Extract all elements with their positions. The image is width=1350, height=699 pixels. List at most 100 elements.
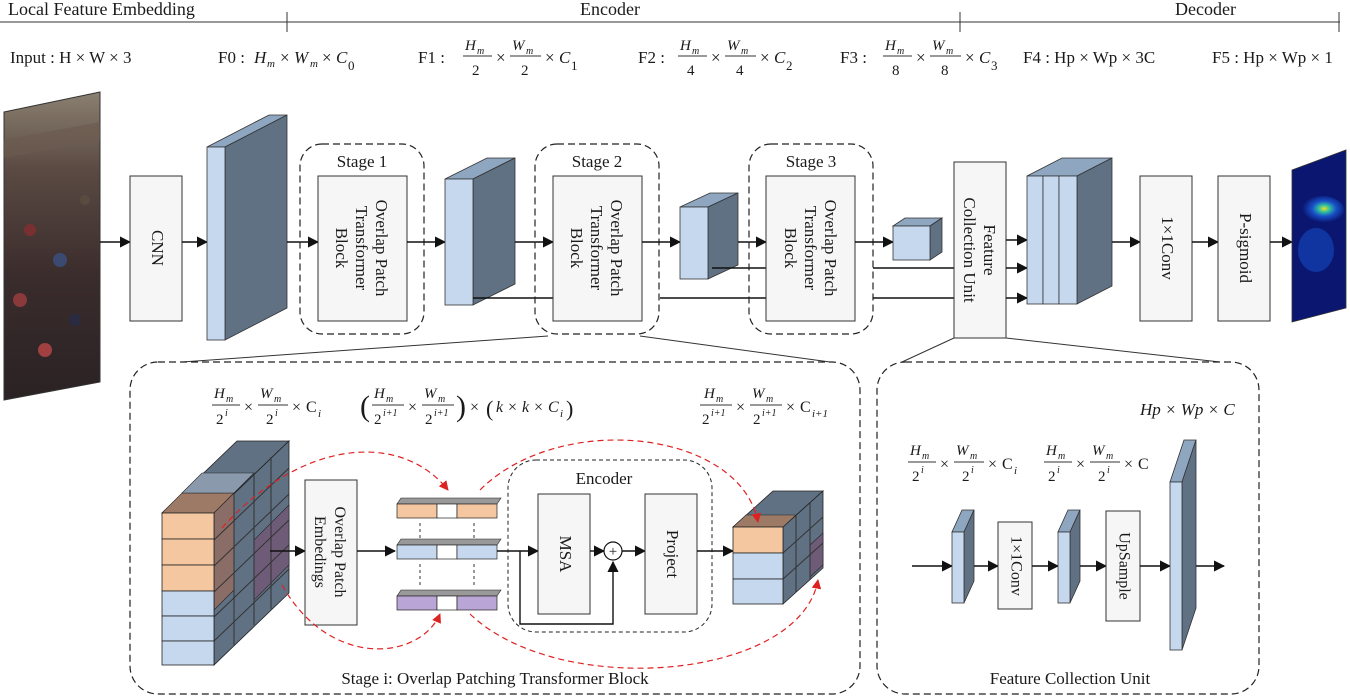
svg-text:2: 2 xyxy=(266,412,274,428)
zoom-line-right xyxy=(639,335,831,363)
svg-text:i: i xyxy=(1107,465,1110,476)
svg-text:Overlap Patch: Overlap Patch xyxy=(821,200,840,297)
svg-text:m: m xyxy=(692,46,699,57)
svg-text:Overlap Patch: Overlap Patch xyxy=(372,200,391,297)
fcu-conv-label: 1×1Conv xyxy=(1007,536,1024,596)
stage3-outline xyxy=(748,143,874,335)
svg-text:×: × xyxy=(736,399,745,416)
svg-text:×: × xyxy=(292,399,301,416)
red-flow-tokens-output-bottom xyxy=(469,579,822,669)
svg-text:2: 2 xyxy=(1098,469,1106,485)
stage2-label: Stage 2 xyxy=(572,152,623,171)
svg-text:W: W xyxy=(752,386,766,402)
section-local-label: Local Feature Embedding xyxy=(8,0,195,19)
feature-f4 xyxy=(1026,157,1113,305)
stage-i-output-tensor xyxy=(731,490,825,605)
svg-text:×: × xyxy=(988,456,997,473)
stage1-label: Stage 1 xyxy=(337,152,388,171)
stage-i-input-tensor xyxy=(161,440,290,666)
residual-add-symbol: + xyxy=(609,544,617,560)
svg-text:F1 :: F1 : xyxy=(418,48,445,67)
svg-text:m: m xyxy=(310,58,318,70)
svg-text:C: C xyxy=(306,399,317,416)
svg-text:H: H xyxy=(253,48,268,67)
input-dim-label: Input : H × W × 3 xyxy=(10,48,132,67)
svg-text:×: × xyxy=(496,48,506,67)
svg-text:C: C xyxy=(774,48,786,67)
svg-text:F2 :: F2 : xyxy=(638,48,665,67)
svg-text:2: 2 xyxy=(702,412,710,428)
f5-dim-label: F5 : Hp × Wp × 1 xyxy=(1212,48,1333,67)
svg-text:i+1: i+1 xyxy=(711,408,726,419)
cnn-block xyxy=(129,175,183,322)
svg-text:i: i xyxy=(560,408,563,420)
svg-text:×: × xyxy=(916,48,926,67)
svg-text:W: W xyxy=(932,38,946,54)
svg-text:m: m xyxy=(922,451,929,462)
svg-text:W: W xyxy=(424,386,438,402)
section-ruler xyxy=(0,12,1340,32)
svg-text:H: H xyxy=(884,38,897,54)
svg-text:m: m xyxy=(946,46,953,57)
feature-f1 xyxy=(444,157,516,306)
inner-encoder-outline xyxy=(507,459,713,633)
svg-text:Block: Block xyxy=(781,228,800,269)
stage1-transformer-block xyxy=(317,175,408,322)
svg-text:F3 :: F3 : xyxy=(840,48,867,67)
svg-text:2: 2 xyxy=(962,469,970,485)
section-decoder-label: Decoder xyxy=(1175,0,1236,19)
svg-text:Feature: Feature xyxy=(980,225,999,276)
fcu-conv-block xyxy=(997,521,1033,610)
svg-text:m: m xyxy=(1058,451,1065,462)
svg-text:C: C xyxy=(548,399,559,416)
stage3-transformer-label: Overlap Patch Transformer Block xyxy=(781,200,840,297)
svg-text:i: i xyxy=(225,408,228,419)
svg-text:3: 3 xyxy=(991,58,998,73)
svg-text:C: C xyxy=(1138,456,1149,473)
svg-text:H: H xyxy=(213,386,226,402)
svg-text:1: 1 xyxy=(571,58,578,73)
svg-text:×: × xyxy=(1076,456,1085,473)
stage2-transformer-block xyxy=(552,175,643,322)
input-crowd-image xyxy=(3,91,101,401)
svg-text:H: H xyxy=(679,38,692,54)
svg-text:2: 2 xyxy=(521,63,529,79)
svg-text:m: m xyxy=(970,451,977,462)
svg-text:): ) xyxy=(456,390,466,423)
stage3-label: Stage 3 xyxy=(786,152,837,171)
svg-text:2: 2 xyxy=(216,412,224,428)
svg-text:m: m xyxy=(526,46,533,57)
feature-f3 xyxy=(891,217,944,261)
svg-text:W: W xyxy=(260,386,274,402)
svg-text:×: × xyxy=(760,48,770,67)
svg-text:i+1: i+1 xyxy=(383,408,398,419)
svg-text:×: × xyxy=(322,48,332,67)
overlap-patch-embeddings-block xyxy=(304,479,358,626)
feature-f0 xyxy=(206,114,288,341)
svg-text:W: W xyxy=(956,443,970,459)
svg-text:i: i xyxy=(971,465,974,476)
svg-text:m: m xyxy=(1106,451,1113,462)
svg-text:m: m xyxy=(766,394,773,405)
svg-text:Overlap Patch: Overlap Patch xyxy=(607,200,626,297)
svg-text:m: m xyxy=(741,46,748,57)
svg-text:×: × xyxy=(508,399,517,416)
svg-text:2: 2 xyxy=(425,412,433,428)
svg-text:2: 2 xyxy=(912,469,920,485)
stage2-transformer-label: Overlap Patch Transformer Block xyxy=(567,200,626,297)
svg-text:k: k xyxy=(496,399,504,416)
svg-text:×: × xyxy=(470,399,479,416)
svg-text:4: 4 xyxy=(687,63,695,79)
svg-text:×: × xyxy=(280,48,290,67)
svg-text:C: C xyxy=(800,399,811,416)
svg-text:m: m xyxy=(438,394,445,405)
token-row-1 xyxy=(396,497,502,519)
conv1x1-block xyxy=(1139,175,1193,322)
svg-text:H: H xyxy=(909,443,922,459)
fcu-output-dim: Hp × Wp × C xyxy=(1139,400,1235,419)
